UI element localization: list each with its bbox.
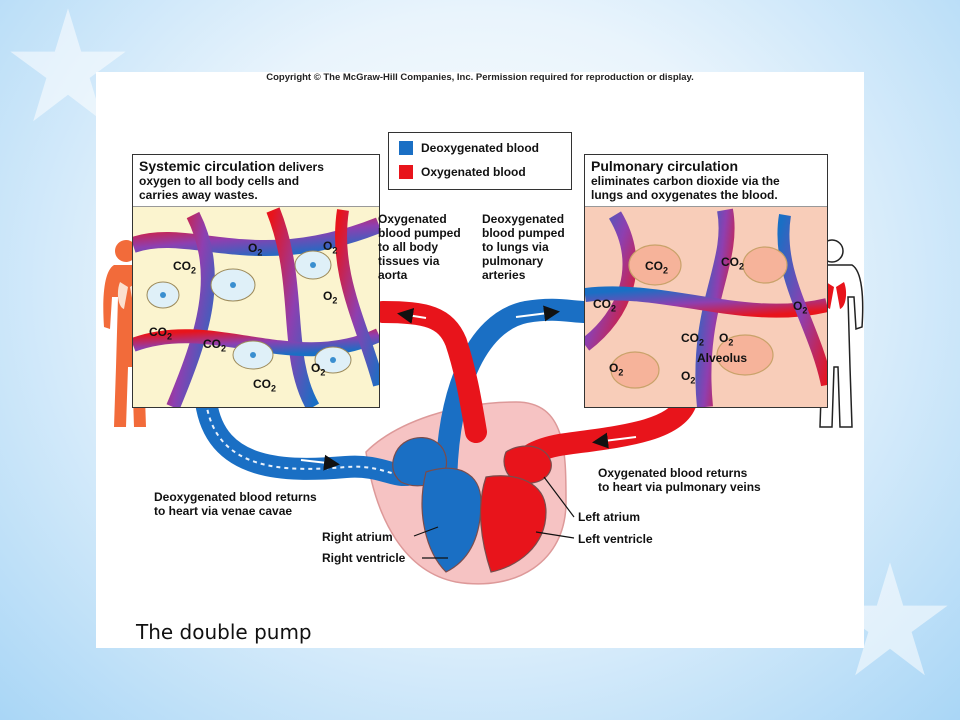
alveolus-label: Alveolus	[697, 351, 748, 365]
o2-label: O2	[719, 331, 734, 348]
slide-caption: The double pump	[136, 620, 312, 644]
left-ventricle-shape	[479, 475, 547, 573]
legend-label: Deoxygenated blood	[421, 141, 540, 155]
systemic-desc-2: oxygen to all body cells and	[139, 174, 300, 188]
pulmonary-veins-label: Oxygenated blood returns to heart via pu…	[598, 466, 761, 494]
right-ventricle-shape	[421, 467, 482, 573]
o2-label: O2	[311, 361, 326, 378]
copyright-notice: Copyright © The McGraw-Hill Companies, I…	[266, 72, 694, 83]
co2-label: CO2	[721, 255, 745, 272]
pulmonary-desc-1: eliminates carbon dioxide via the	[591, 174, 780, 188]
o2-label: O2	[248, 241, 263, 258]
pulmonary-description: Pulmonary circulation eliminates carbon …	[585, 155, 827, 207]
pulmonary-desc-2: lungs and oxygenates the blood.	[591, 188, 778, 202]
o2-label: O2	[681, 369, 696, 386]
pulmonary-title: Pulmonary circulation	[591, 158, 739, 174]
co2-label: CO2	[253, 377, 277, 394]
right-ventricle-label: Right ventricle	[322, 551, 406, 565]
pulmonary-circulation-panel: Pulmonary circulation eliminates carbon …	[584, 154, 828, 408]
aorta-label: Oxygenated blood pumped to all body tiss…	[378, 212, 461, 282]
co2-label: CO2	[203, 337, 227, 354]
co2-label: CO2	[173, 259, 197, 276]
systemic-circulation-panel: Systemic circulation delivers oxygen to …	[132, 154, 380, 408]
pulmonary-arteries-label: Deoxygenated blood pumped to lungs via p…	[482, 212, 565, 282]
left-ventricle-label: Left ventricle	[578, 532, 653, 546]
co2-label: CO2	[593, 297, 617, 314]
venae-cavae-label: Deoxygenated blood returns to heart via …	[154, 490, 317, 518]
left-atrium-shape	[503, 445, 552, 484]
systemic-description: Systemic circulation delivers oxygen to …	[133, 155, 379, 207]
co2-label: CO2	[645, 259, 669, 276]
systemic-tissue-illustration	[133, 207, 379, 407]
circulation-diagram	[103, 239, 864, 585]
right-atrium-label: Right atrium	[322, 530, 393, 544]
o2-label: O2	[793, 299, 808, 316]
systemic-desc-1: delivers	[275, 160, 324, 174]
star-decoration-icon	[832, 562, 948, 676]
diagram-slide: Copyright © The McGraw-Hill Companies, I…	[96, 72, 864, 648]
o2-label: O2	[323, 289, 338, 306]
legend-label: Oxygenated blood	[421, 165, 526, 179]
legend: Deoxygenated blood Oxygenated blood	[388, 132, 572, 190]
legend-item-oxygenated: Oxygenated blood	[399, 165, 526, 179]
pulmonary-artery-vessel	[435, 298, 597, 503]
systemic-title: Systemic circulation	[139, 158, 276, 174]
systemic-desc-3: carries away wastes.	[139, 188, 258, 202]
legend-swatch-blue	[399, 141, 413, 155]
co2-label: CO2	[681, 331, 705, 348]
legend-item-deoxygenated: Deoxygenated blood	[399, 141, 539, 155]
o2-label: O2	[609, 361, 624, 378]
pulmonary-alveoli-illustration	[585, 208, 827, 407]
aorta-vessel	[372, 301, 487, 443]
left-atrium-label: Left atrium	[578, 510, 641, 524]
legend-swatch-red	[399, 165, 413, 179]
star-decoration-icon	[10, 8, 126, 122]
o2-label: O2	[323, 239, 338, 256]
co2-label: CO2	[149, 325, 173, 342]
